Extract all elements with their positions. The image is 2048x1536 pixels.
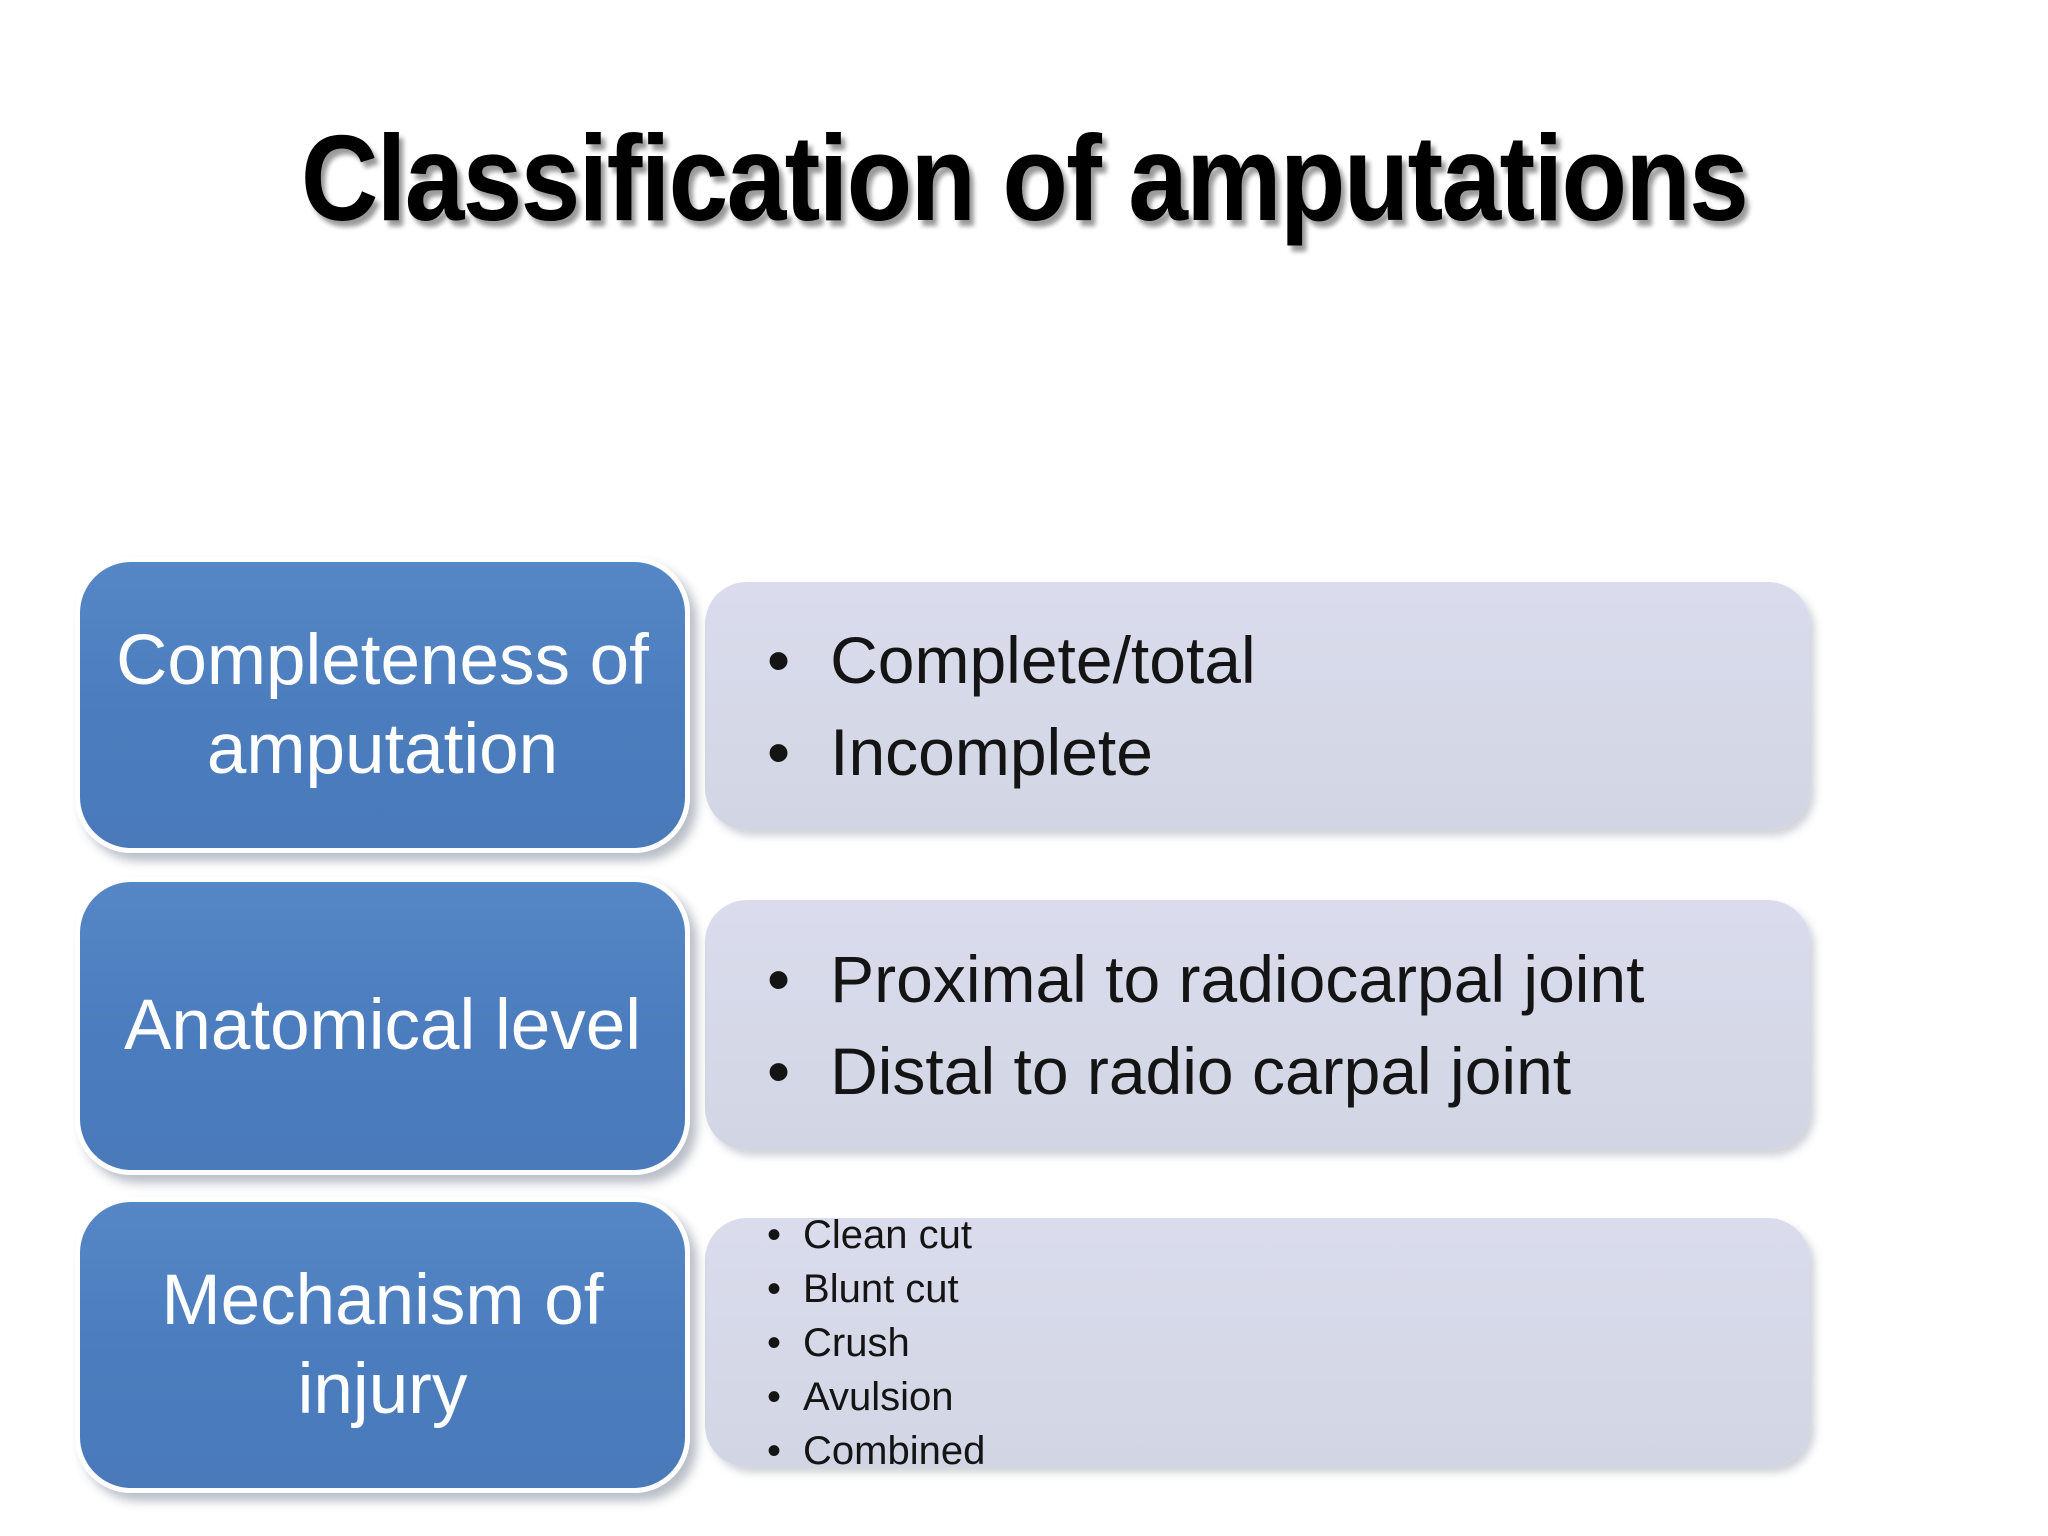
category-box-mechanism-of-injury: Mechanism of injury	[75, 1197, 690, 1493]
bullet-text: Distal to radio carpal joint	[830, 1034, 1572, 1108]
list-item: • Complete/total	[767, 614, 1770, 706]
bullet-text: Crush	[803, 1320, 910, 1365]
list-item: • Crush	[767, 1316, 1770, 1370]
bullet-text: Complete/total	[830, 623, 1256, 697]
list-item: • Combined	[767, 1424, 1770, 1478]
bullet-list: • Proximal to radiocarpal joint • Distal…	[705, 933, 1810, 1117]
slide-title: Classification of amputations	[300, 110, 1749, 246]
list-item: • Incomplete	[767, 706, 1770, 798]
detail-box-anatomical-level: • Proximal to radiocarpal joint • Distal…	[705, 900, 1810, 1150]
bullet-list: • Clean cut • Blunt cut • Crush • Avulsi…	[705, 1208, 1810, 1478]
list-item: • Avulsion	[767, 1370, 1770, 1424]
bullet-list: • Complete/total • Incomplete	[705, 614, 1810, 798]
bullet-icon: •	[767, 715, 791, 789]
bullet-icon: •	[767, 1212, 782, 1257]
bullet-icon: •	[767, 1320, 782, 1365]
bullet-icon: •	[767, 1034, 791, 1108]
bullet-text: Combined	[803, 1428, 986, 1473]
detail-box-mechanism-of-injury: • Clean cut • Blunt cut • Crush • Avulsi…	[705, 1213, 1810, 1473]
bullet-text: Avulsion	[803, 1374, 954, 1419]
category-box-anatomical-level: Anatomical level	[75, 877, 690, 1175]
bullet-text: Incomplete	[830, 715, 1153, 789]
list-item: • Clean cut	[767, 1208, 1770, 1262]
bullet-icon: •	[767, 1374, 782, 1419]
bullet-text: Blunt cut	[803, 1266, 959, 1311]
list-item: • Distal to radio carpal joint	[767, 1025, 1770, 1117]
list-item: • Blunt cut	[767, 1262, 1770, 1316]
detail-box-completeness: • Complete/total • Incomplete	[705, 582, 1810, 830]
bullet-text: Proximal to radiocarpal joint	[830, 942, 1645, 1016]
bullet-text: Clean cut	[803, 1212, 972, 1257]
category-label: Mechanism of injury	[161, 1260, 604, 1429]
bullet-icon: •	[767, 1428, 782, 1473]
category-label: Completeness of amputation	[116, 620, 649, 789]
list-item: • Proximal to radiocarpal joint	[767, 933, 1770, 1025]
category-label: Anatomical level	[124, 986, 641, 1066]
bullet-icon: •	[767, 1266, 782, 1311]
bullet-icon: •	[767, 623, 791, 697]
bullet-icon: •	[767, 942, 791, 1016]
category-box-completeness: Completeness of amputation	[75, 557, 690, 853]
